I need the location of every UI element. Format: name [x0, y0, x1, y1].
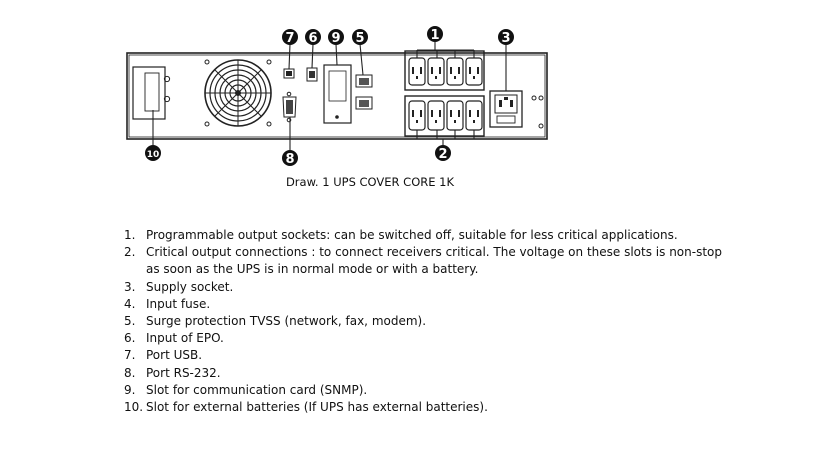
rs232-port [282, 91, 297, 123]
legend-number: 7. [124, 348, 136, 363]
legend-item: 4. Input fuse. [124, 296, 724, 313]
marker-10: 10 [145, 145, 161, 161]
legend-list: 1. Programmable output sockets: can be sw… [124, 227, 724, 416]
legend-text: Input fuse. [146, 296, 211, 311]
legend-text: Critical output connections : to connect… [146, 245, 722, 277]
legend-item: 9. Slot for communication card (SNMP). [124, 382, 724, 399]
legend-text: Slot for external batteries (If UPS has … [146, 400, 488, 415]
legend-item: 3. Supply socket. [124, 279, 724, 296]
marker-2: 2 [435, 145, 451, 162]
legend-number: 1. [124, 228, 136, 242]
legend-item: 6. Input of EPO. [124, 330, 724, 347]
legend-text: Port USB. [146, 348, 203, 363]
legend-number: 5. [124, 314, 136, 329]
legend-text: Slot for communication card (SNMP). [146, 382, 368, 397]
legend-number: 10. [124, 400, 144, 415]
marker-1: 1 [427, 26, 443, 43]
fan-grille [204, 59, 272, 127]
marker-9: 9 [328, 29, 344, 46]
leader-lines [152, 42, 507, 150]
legend-number: 6. [124, 331, 136, 346]
mount-hole [538, 95, 544, 101]
marker-3: 3 [498, 29, 514, 46]
marker-8: 8 [282, 150, 298, 167]
legend-number: 4. [124, 296, 136, 311]
legend-item: 2. Critical output connections : to conne… [124, 244, 724, 278]
legend-item: 1. Programmable output sockets: can be sw… [124, 227, 724, 244]
ups-rear-panel-diagram: 7 6 9 5 1 3 10 8 2 [126, 26, 548, 167]
svg-text:6: 6 [308, 31, 317, 46]
legend-text: Surge protection TVSS (network, fax, mod… [146, 314, 427, 329]
marker-6: 6 [305, 29, 321, 46]
svg-text:9: 9 [331, 31, 340, 46]
legend-item: 7. Port USB. [124, 347, 724, 364]
legend-number: 9. [124, 382, 136, 397]
legend-item: 10.Slot for external batteries (If UPS h… [124, 399, 724, 416]
external-battery-slot [132, 66, 171, 120]
svg-text:3: 3 [501, 31, 510, 46]
legend-number: 3. [124, 279, 136, 294]
legend-number: 8. [124, 365, 136, 380]
svg-text:7: 7 [285, 31, 294, 46]
supply-socket [489, 90, 537, 128]
legend-number: 2. [124, 245, 136, 260]
legend-text: Port RS-232. [146, 365, 221, 380]
marker-7: 7 [282, 29, 298, 46]
svg-text:2: 2 [438, 147, 447, 162]
svg-text:5: 5 [355, 31, 364, 46]
figure-caption: Draw. 1 UPS COVER CORE 1K [285, 175, 455, 189]
svg-text:10: 10 [147, 150, 160, 160]
legend-text: Programmable output sockets: can be swit… [146, 228, 678, 242]
snmp-slot [323, 64, 352, 124]
legend-item: 5. Surge protection TVSS (network, fax, m… [124, 313, 724, 330]
svg-text:8: 8 [285, 152, 294, 167]
svg-text:1: 1 [430, 28, 439, 43]
legend-item: 8. Port RS-232. [124, 365, 724, 382]
legend-text: Supply socket. [146, 279, 234, 294]
marker-5: 5 [352, 29, 368, 46]
legend-text: Input of EPO. [146, 331, 224, 346]
tvss-network-ports [355, 74, 373, 110]
usb-port [283, 68, 295, 79]
programmable-output-sockets [404, 50, 485, 91]
mount-hole [538, 123, 544, 129]
epo-input [306, 67, 318, 82]
